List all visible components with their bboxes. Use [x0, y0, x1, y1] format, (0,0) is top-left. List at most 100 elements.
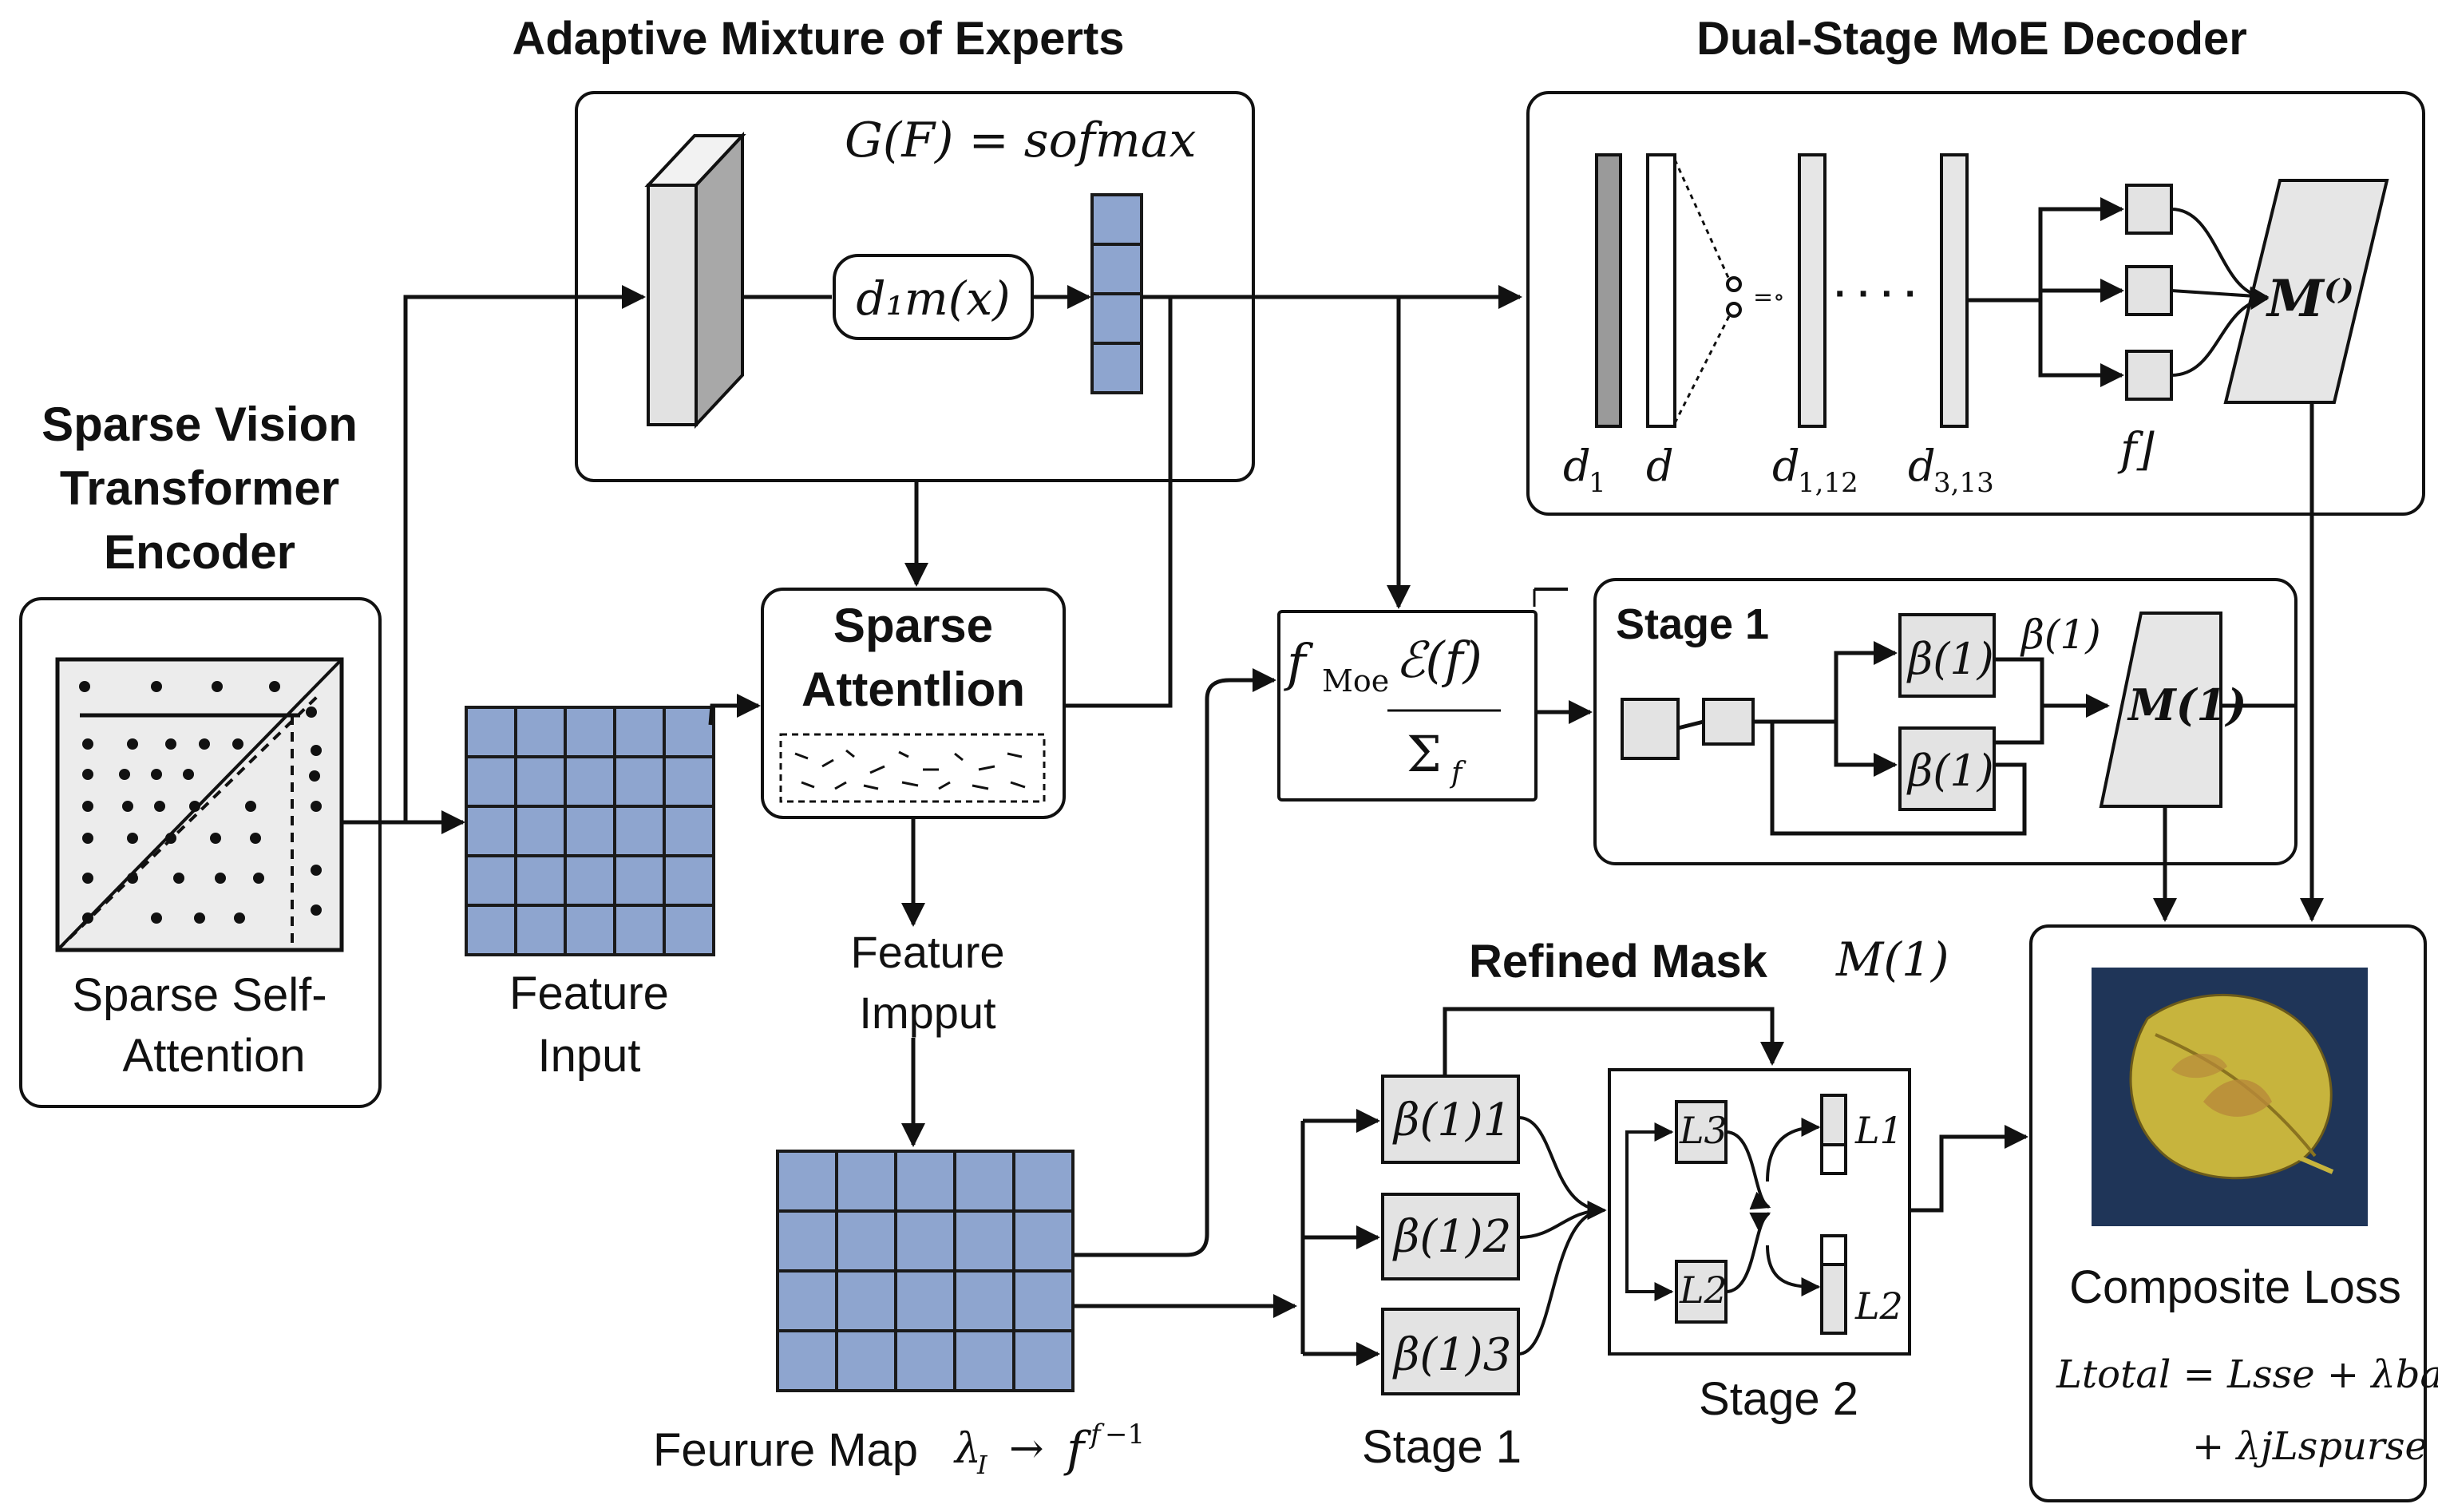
feature-map-cell: [894, 1150, 956, 1213]
sparse-dot-matrix: [79, 681, 322, 924]
dim-label: d₁m(x): [856, 271, 1010, 326]
encoder-caption-line1: Sparse Self-: [72, 969, 327, 1021]
encoder-title-line1: Sparse Vision: [42, 398, 358, 451]
svg-text:L1: L1: [1854, 1109, 1903, 1152]
feature-map-cell: [835, 1329, 897, 1392]
svg-text:−1: −1: [1105, 1419, 1145, 1451]
svg-text:Σ: Σ: [1407, 725, 1442, 783]
refined-beta-3: β(1)3: [1381, 1308, 1520, 1395]
composite-loss-box: Composite Loss Ltotal = Lsse + λbalance …: [2029, 924, 2438, 1502]
amoe-title: Adaptive Mixture of Experts: [512, 13, 1124, 65]
feature-map-cell: [953, 1150, 1015, 1213]
feature-input-cell: [663, 854, 715, 907]
feature-map-cell: [1012, 1269, 1075, 1332]
refined-beta-1: β(1)1: [1381, 1075, 1520, 1164]
feature-map-cell: [835, 1269, 897, 1332]
decoder-f-label: f⌋: [2117, 424, 2155, 476]
feature-input-cell: [514, 706, 567, 758]
amoe-box: G(F) = sofmax d₁m(x): [575, 91, 1255, 482]
feature-input-cell: [613, 706, 666, 758]
svg-text:d: d: [1646, 441, 1674, 491]
feature-input-cell: [613, 854, 666, 907]
svg-text:f: f: [1063, 1422, 1092, 1478]
feature-map-cell: [776, 1329, 838, 1392]
refined-beta-2: β(1)2: [1381, 1193, 1520, 1280]
svg-text:→: →: [1009, 1425, 1044, 1473]
svg-text:β(1)2: β(1)2: [1392, 1211, 1511, 1263]
svg-text:d: d: [1772, 441, 1800, 491]
stage1-title: Stage 1: [1616, 600, 1769, 648]
composite-loss-title: Composite Loss: [2069, 1261, 2401, 1313]
feature-map-cell: [894, 1269, 956, 1332]
feature-input-cell: [514, 904, 567, 956]
connectors: [342, 197, 2324, 1366]
feature-map-cell: [835, 1150, 897, 1213]
svg-text:Moe: Moe: [1322, 663, 1389, 699]
feature-input-cell: [514, 854, 567, 907]
svg-text:1: 1: [1589, 467, 1606, 499]
feature-map-caption: Feurure Map: [653, 1424, 918, 1476]
svg-text:3,13: 3,13: [1933, 467, 1994, 499]
encoder-caption-line2: Attention: [123, 1030, 306, 1082]
stage1-beta-bottom: β(1): [1906, 746, 1994, 796]
feature-map-grid: [776, 1150, 1075, 1392]
feature-input-cell: [465, 805, 517, 857]
composite-formula-line2: + λjLspurse: [2192, 1424, 2428, 1469]
feature-input-cell: [663, 805, 715, 857]
decoder-box: =∘ · · · · d1 d d1,12 d3,13 f⌋ M⁽⁾: [1526, 91, 2425, 516]
feature-input-cell: [564, 805, 616, 857]
refined-mask-title: Refined Mask: [1469, 936, 1768, 988]
decoder-mask-label: M⁽⁾: [2266, 269, 2354, 329]
feature-input-cell: [465, 755, 517, 808]
refined-mask-symbol: M(1): [1835, 932, 1949, 987]
svg-text:L2: L2: [1854, 1284, 1903, 1328]
svg-text:β(1)1: β(1)1: [1392, 1094, 1511, 1146]
feature-input-cell: [663, 904, 715, 956]
sparse-attention-line2: Attentlion: [801, 663, 1025, 716]
feature-map-cell: [776, 1209, 838, 1273]
feature-input-cell: [663, 755, 715, 808]
feature-map-cell: [835, 1209, 897, 1273]
svg-text:f: f: [1088, 1419, 1105, 1451]
svg-text:ℰ(f): ℰ(f): [1395, 631, 1482, 689]
feature-map-cell: [953, 1209, 1015, 1273]
decoder-dots: · · · ·: [1834, 273, 1918, 315]
feature-map-cell: [1012, 1209, 1075, 1273]
svg-text:λ: λ: [953, 1425, 981, 1473]
sparse-attention-line1: Sparse: [833, 599, 993, 652]
feature-input-cell: [613, 904, 666, 956]
fmoe-box: f Moe ℰ(f) Σ f: [1277, 610, 1538, 802]
feature-map-cell: [776, 1150, 838, 1213]
encoder-title-line3: Encoder: [104, 525, 295, 579]
encoder-title-line2: Transformer: [60, 461, 339, 515]
feature-input-line1: Feature: [509, 968, 669, 1019]
encoder-box: Sparse Self- Attention: [19, 597, 382, 1108]
feature-input-cell: [564, 706, 616, 758]
feature-input-line2: Input: [538, 1030, 641, 1082]
svg-text:L3: L3: [1679, 1109, 1728, 1152]
feature-input-cell: [514, 755, 567, 808]
feature-input-cell: [465, 706, 517, 758]
feature-impput-line1: Feature: [851, 927, 1005, 977]
feature-input-cell: [564, 755, 616, 808]
sparse-attention-box: Sparse Attentlion: [761, 588, 1066, 819]
feature-input-grid: [465, 706, 715, 956]
feature-map-cell: [953, 1329, 1015, 1392]
feature-input-cell: [613, 755, 666, 808]
stage2-caption: Stage 2: [1699, 1373, 1858, 1425]
feature-input-cell: [465, 854, 517, 907]
feature-map-formula: λ I → f f −1: [953, 1419, 1145, 1480]
svg-text:β(1)3: β(1)3: [1392, 1329, 1511, 1381]
feature-map-cell: [1012, 1150, 1075, 1213]
feature-map-cell: [776, 1269, 838, 1332]
feature-map-cell: [894, 1209, 956, 1273]
svg-text:1,12: 1,12: [1798, 467, 1858, 499]
feature-input-cell: [564, 904, 616, 956]
stage1-beta-out: β(1): [2020, 612, 2101, 658]
feature-input-cell: [564, 854, 616, 907]
feature-input-cell: [514, 805, 567, 857]
decoder-title: Dual-Stage MoE Decoder: [1696, 13, 2247, 65]
stage2-box: L3 L2 L1 L2: [1608, 1068, 1911, 1356]
gate-vector: [1090, 193, 1143, 394]
feature-input-cell: [465, 904, 517, 956]
